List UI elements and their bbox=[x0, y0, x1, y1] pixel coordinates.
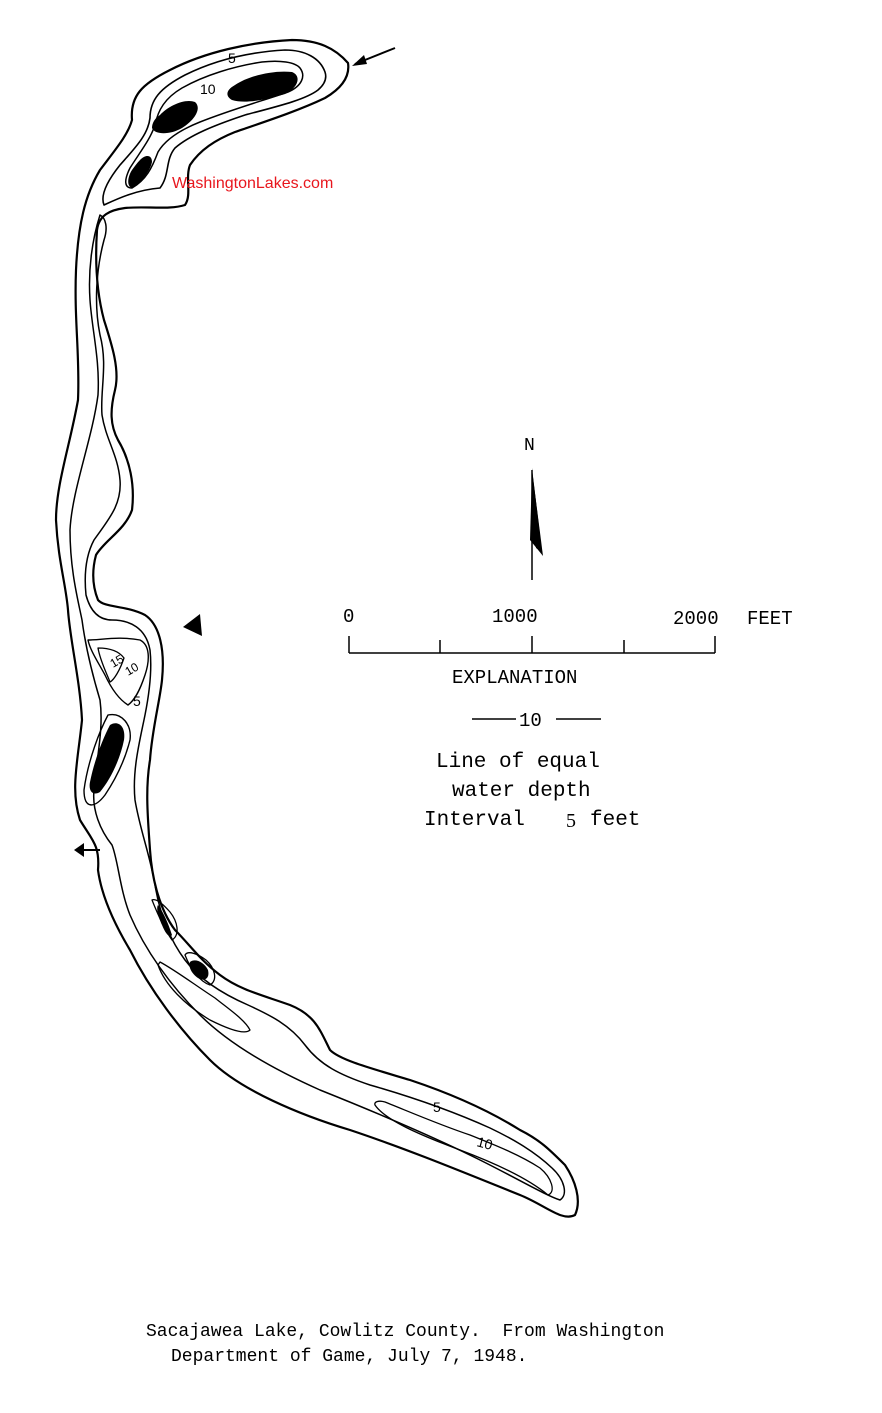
caption-line2: Department of Game, July 7, 1948. bbox=[171, 1347, 528, 1367]
depth-label-mid-10: 10 bbox=[123, 660, 142, 679]
contour-mid-10 bbox=[87, 637, 149, 706]
depth-label-north-5: 5 bbox=[228, 50, 236, 66]
scale-tick-1000: 1000 bbox=[492, 606, 538, 628]
outlet-arrowhead-icon bbox=[74, 843, 84, 857]
contour-south-10a bbox=[157, 961, 251, 1033]
contour-south-10b bbox=[374, 1100, 553, 1196]
deep-spot-north-3 bbox=[128, 156, 152, 188]
depth-label-south-10: 10 bbox=[475, 1133, 494, 1153]
contour-mid-15 bbox=[97, 647, 125, 683]
scale-unit: FEET bbox=[747, 608, 793, 630]
shoreline bbox=[54, 38, 579, 1218]
explanation-line1: Line of equal bbox=[436, 751, 600, 774]
north-arrow-icon bbox=[530, 468, 543, 580]
scale-bar bbox=[348, 636, 716, 654]
depth-label-north-10: 10 bbox=[200, 81, 216, 97]
scale-tick-2000: 2000 bbox=[673, 608, 719, 630]
contour-mid-lower-10 bbox=[83, 713, 131, 806]
triangle-marker-icon bbox=[183, 614, 202, 636]
north-label: N bbox=[524, 436, 535, 456]
deep-spot-north-2 bbox=[152, 100, 198, 134]
contour-north-10 bbox=[125, 60, 304, 189]
depth-label-south-5: 5 bbox=[433, 1099, 441, 1115]
depth-label-mid-15: 15 bbox=[108, 652, 127, 671]
explanation-line3-prefix: Interval bbox=[424, 809, 525, 832]
explanation-title: EXPLANATION bbox=[452, 667, 577, 689]
caption-line1: Sacajawea Lake, Cowlitz County. From Was… bbox=[146, 1322, 665, 1342]
deep-spot-north-1 bbox=[227, 71, 298, 102]
inlet-arrowhead-icon bbox=[352, 55, 367, 66]
watermark: WashingtonLakes.com bbox=[172, 175, 334, 192]
legend-sample-label: 10 bbox=[519, 710, 542, 732]
scale-tick-0: 0 bbox=[343, 606, 354, 628]
contour-mid-5 bbox=[69, 214, 566, 1201]
deep-spot-south-2 bbox=[189, 960, 209, 980]
explanation-line2: water depth bbox=[452, 780, 591, 803]
map-caption: Sacajawea Lake, Cowlitz County. From Was… bbox=[146, 1320, 664, 1370]
explanation-line3-suffix: feet bbox=[590, 809, 640, 832]
depth-label-mid-5: 5 bbox=[133, 693, 141, 709]
contour-north-5 bbox=[102, 49, 327, 206]
explanation-line3-value: 5 bbox=[566, 810, 576, 832]
deep-spot-mid bbox=[89, 723, 125, 794]
deep-spot-south-1 bbox=[157, 905, 172, 937]
